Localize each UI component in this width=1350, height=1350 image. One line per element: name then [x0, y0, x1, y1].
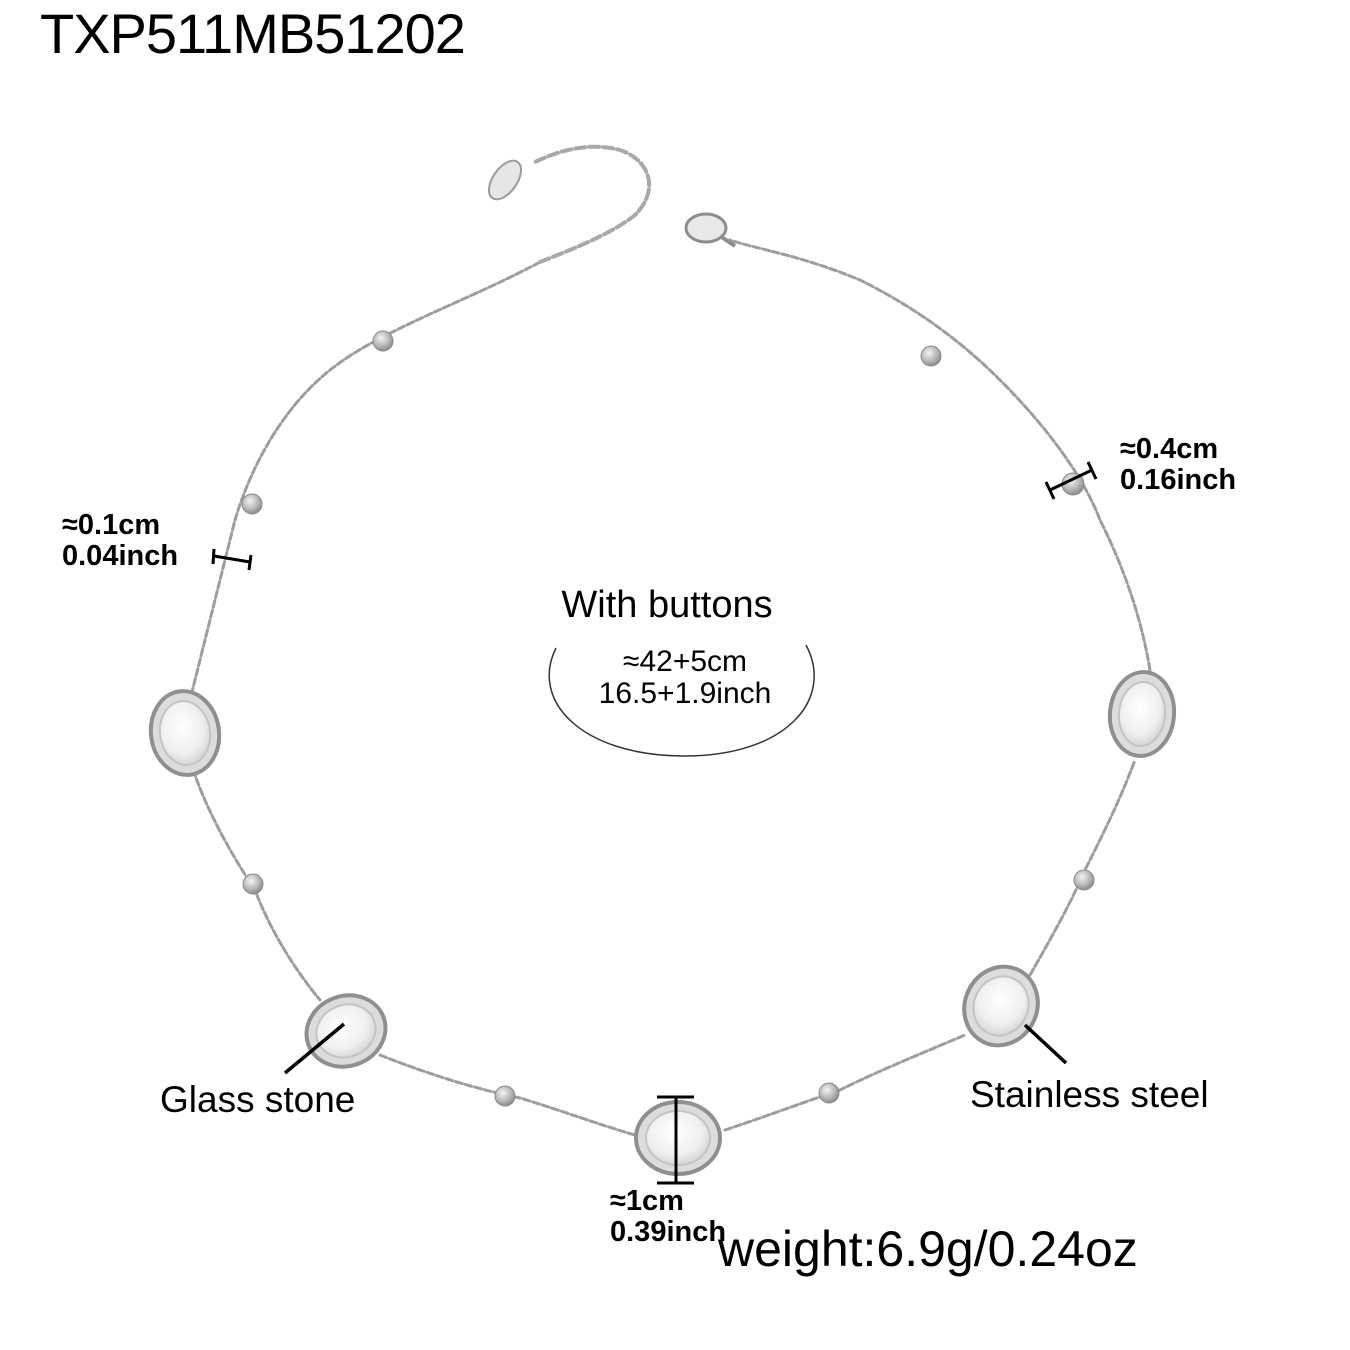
chain-width-cm: ≈0.1cm [62, 509, 161, 541]
bead-size-annotation: ≈0.4cm 0.16inch [1120, 434, 1236, 496]
stone-lower-left [304, 993, 388, 1069]
length-inch: 16.5+1.9inch [598, 677, 772, 710]
stone-size-cm: ≈1cm [610, 1185, 684, 1217]
stone-right [1107, 670, 1177, 758]
bead-size-cm: ≈0.4cm [1120, 433, 1219, 465]
chain-width-annotation: ≈0.1cm 0.04inch [62, 510, 178, 572]
beads [241, 330, 1095, 1107]
bead-size-inch: 0.16inch [1120, 464, 1237, 496]
product-sku: TXP511MB51202 [40, 2, 466, 65]
lobster-clasp-icon [684, 212, 737, 248]
stone-size-marker-icon [657, 1095, 694, 1185]
dimension-markers [211, 461, 1098, 1185]
length-annotation: ≈42+5cm 16.5+1.9inch [540, 646, 830, 710]
length-ellipse-arc [548, 644, 815, 757]
bead-size-marker-icon [1044, 461, 1098, 500]
glass-stones [148, 670, 1177, 1176]
length-cm: ≈42+5cm [622, 645, 748, 678]
glass-stone-label: Glass stone [160, 1079, 356, 1120]
stone-left [148, 689, 222, 777]
stone-bottom [634, 1100, 722, 1176]
chain-width-inch: 0.04inch [62, 540, 179, 572]
glass-stone-leader-line [283, 1022, 346, 1075]
stone-lower-right [962, 964, 1040, 1048]
chain-width-marker-icon [211, 548, 253, 571]
stainless-steel-leader-line [1023, 1023, 1068, 1065]
stone-size-inch: 0.39inch [610, 1216, 727, 1248]
stone-size-annotation: ≈1cm 0.39inch [610, 1186, 726, 1248]
stainless-steel-label: Stainless steel [970, 1074, 1209, 1115]
product-weight: weight:6.9g/0.24oz [718, 1221, 1138, 1277]
extender-tag-icon [488, 159, 522, 201]
length-title: With buttons [561, 584, 773, 626]
